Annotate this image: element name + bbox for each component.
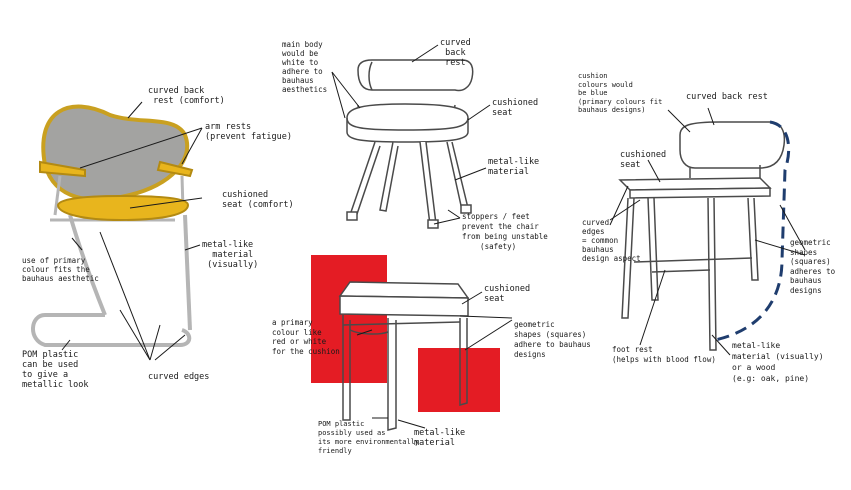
chair4-label-geometric: geometric shapes (squares) adheres to ba… [790, 238, 835, 295]
chair3-label-metal-like: metal-like material [414, 428, 465, 448]
chair4-label-cushioned-seat: cushioned seat [620, 150, 666, 170]
chair1-mesh-back [43, 107, 187, 200]
chair4-label-metal-like: metal-like material (visually) or a wood… [732, 340, 824, 384]
chair4-label-foot-rest: foot rest (helps with blood flow) [612, 345, 716, 365]
chair2-label-cushioned-seat: cushioned seat [492, 98, 538, 118]
chair3-label-cushioned-seat: cushioned seat [484, 284, 530, 304]
chair1-label-primary-colour: use of primary colour fits the bauhaus a… [22, 256, 99, 283]
chair1-seat [58, 196, 188, 220]
chair2-drawing [347, 60, 473, 228]
chair1-drawing [33, 107, 192, 345]
red-square-small [418, 348, 500, 412]
chair4-label-cushion-colours: cushion colours would be blue (primary c… [578, 72, 662, 115]
chair3-label-primary-colour: a primary colour like red or white for t… [272, 318, 340, 356]
chair2-label-metal-like: metal-like material [488, 157, 539, 177]
chair3-label-geometric: geometric shapes (squares) adhere to bau… [514, 320, 591, 360]
chair4-label-curved-edges: curved edges = common bauhaus design asp… [582, 218, 641, 263]
chair1-label-pom-plastic: POM plastic can be used to give a metall… [22, 350, 89, 390]
chair3-label-pom-plastic: POM plastic possibly used as its more en… [318, 420, 419, 456]
chair2-label-curved-back-rest: curved back rest [440, 38, 471, 68]
chair1-label-arm-rests: arm rests (prevent fatigue) [205, 122, 292, 142]
chair1-label-metal-like: metal-like material (visually) [202, 240, 258, 270]
chair2-label-main-body: main body would be white to adhere to ba… [282, 40, 327, 94]
chair1-label-curved-edges: curved edges [148, 372, 209, 382]
chair2-label-stoppers: stoppers / feet prevent the chair from b… [462, 212, 548, 252]
chair1-label-curved-back-rest: curved back rest (comfort) [148, 86, 225, 106]
chair1-label-cushioned-seat: cushioned seat (comfort) [222, 190, 294, 210]
chair4-label-curved-back-rest: curved back rest [686, 92, 768, 102]
